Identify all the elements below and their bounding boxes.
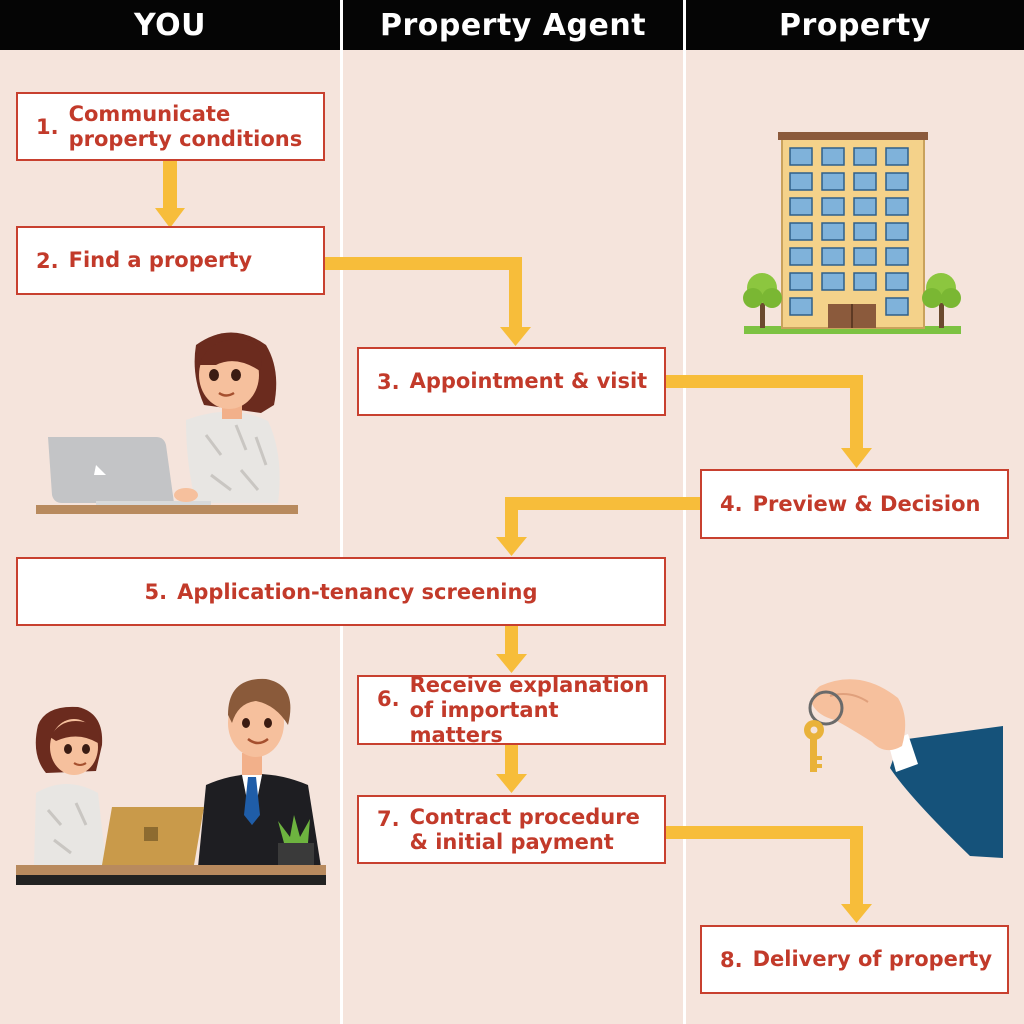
building-window	[853, 172, 877, 191]
building-window	[789, 197, 813, 216]
step-number: 4.	[720, 492, 743, 516]
building-window	[853, 247, 877, 266]
building-window	[853, 197, 877, 216]
building-window	[821, 247, 845, 266]
building-window	[885, 147, 909, 166]
step-7-box: 7. Contract procedure & initial payment	[357, 795, 666, 864]
building-window	[789, 172, 813, 191]
building-window	[789, 297, 813, 316]
building-window	[885, 297, 909, 316]
lane-header-agent: Property Agent	[343, 0, 683, 50]
step-number: 3.	[377, 369, 400, 394]
building-window	[821, 222, 845, 241]
step-1-box: 1. Communicate property conditions	[16, 92, 325, 161]
building-window	[853, 222, 877, 241]
step-label: Find a property	[68, 248, 253, 272]
building-window	[821, 197, 845, 216]
building-window	[789, 147, 813, 166]
step-number: 7.	[377, 807, 400, 831]
building-window	[853, 272, 877, 291]
building-window	[885, 247, 909, 266]
building-window	[821, 172, 845, 191]
step-number: 2.	[36, 248, 59, 273]
step-number: 1.	[36, 114, 59, 139]
apartment-building-icon	[743, 132, 961, 334]
step-label: Application-tenancy screening	[177, 579, 538, 604]
step-8-box: 8. Delivery of property	[700, 925, 1009, 994]
building-window	[853, 147, 877, 166]
building-window	[821, 147, 845, 166]
step-3-box: 3. Appointment & visit	[357, 347, 666, 416]
client-agent-meeting-illustration	[16, 678, 326, 885]
step-number: 6.	[377, 687, 400, 711]
lane-divider	[683, 0, 686, 1024]
building-window	[885, 197, 909, 216]
building-window	[821, 272, 845, 291]
building-window	[885, 172, 909, 191]
building-window	[789, 272, 813, 291]
lane-divider	[340, 0, 343, 1024]
step-number: 5.	[144, 579, 168, 604]
step-6-box: 6. Receive explanation of important matt…	[357, 672, 666, 747]
lane-header-you: YOU	[0, 0, 340, 50]
step-label: Appointment & visit	[409, 369, 648, 393]
building-window	[885, 272, 909, 291]
building-window	[789, 222, 813, 241]
step-label: Delivery of property	[752, 947, 993, 971]
step-label: Communicate property conditions	[68, 101, 303, 151]
step-label: Preview & Decision	[752, 491, 981, 516]
hand-with-keys-illustration	[804, 679, 1003, 858]
lane-header-property: Property	[686, 0, 1024, 50]
step-number: 8.	[720, 947, 743, 972]
step-5-box: 5. Application-tenancy screening	[16, 557, 666, 626]
building-window	[789, 247, 813, 266]
step-label: Contract procedure & initial payment	[409, 804, 640, 854]
woman-at-laptop-illustration	[36, 332, 298, 514]
step-4-box: 4. Preview & Decision	[700, 469, 1009, 539]
building-window	[885, 222, 909, 241]
step-2-box: 2. Find a property	[16, 226, 325, 295]
step-label: Receive explanation of important matters	[409, 672, 650, 747]
